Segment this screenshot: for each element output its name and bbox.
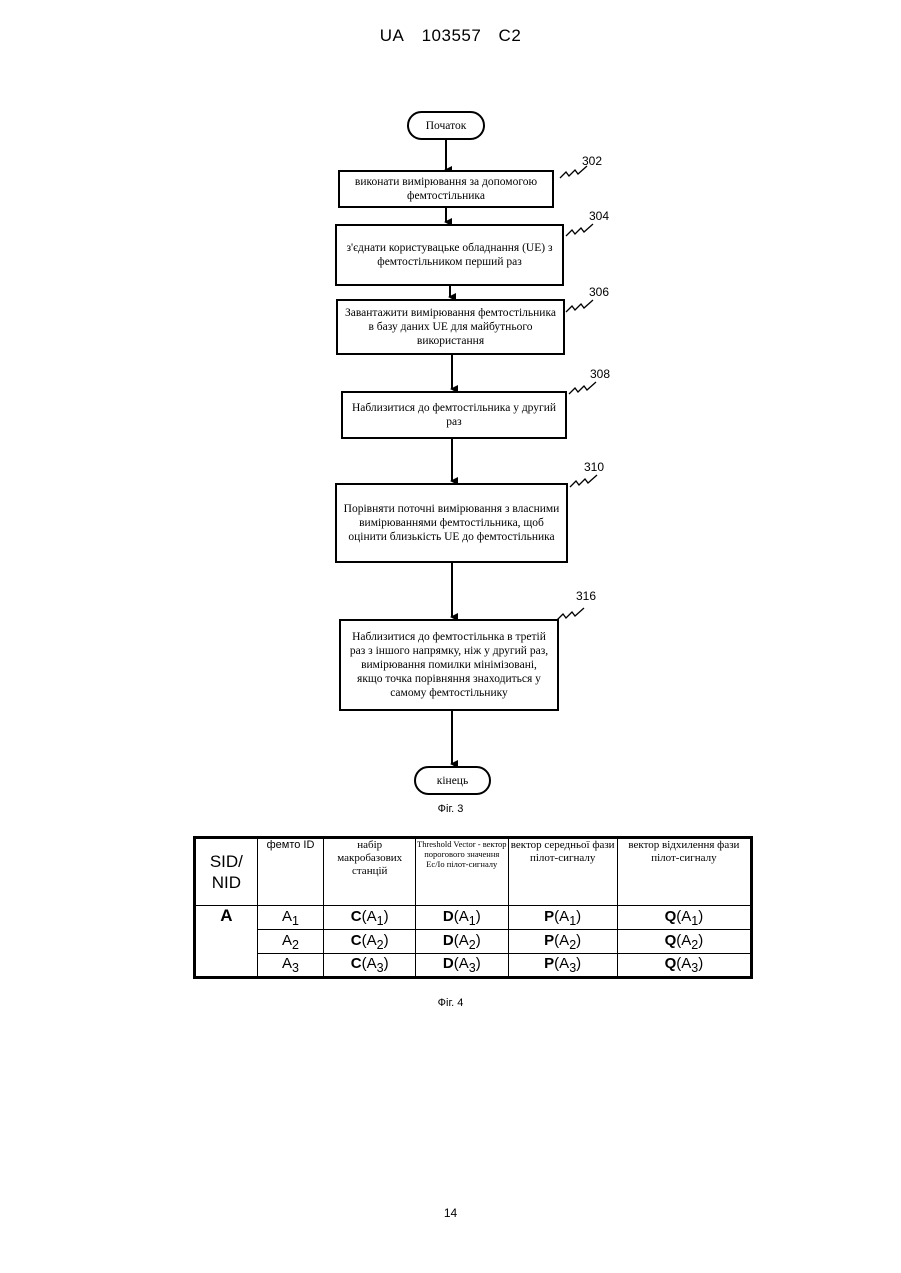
step-310: Порівняти поточні вимірювання з власними…	[335, 483, 568, 563]
header-femto-id: фемто ID	[257, 838, 324, 906]
table-header-row: SID/ NID фемто ID набір макробазових ста…	[195, 838, 752, 906]
step-302-text: виконати вимірювання за допомогою фемтос…	[346, 175, 546, 203]
page-number: 14	[0, 1206, 901, 1220]
femto-cell: A1	[257, 906, 324, 930]
deviation-cell: Q(A2)	[617, 930, 751, 954]
table-row: A3 C(A3) D(A3) P(A3) Q(A3)	[195, 954, 752, 978]
step-304: з'єднати користувацьке обладнання (UE) з…	[335, 224, 564, 286]
step-316: Наблизитися до фемтостільнка в третій ра…	[339, 619, 559, 711]
leader-308	[569, 382, 596, 394]
femto-data-table: SID/ NID фемто ID набір макробазових ста…	[193, 836, 753, 979]
leader-306	[566, 300, 593, 312]
end-label: кінець	[437, 775, 468, 787]
table-row: A A1 C(A1) D(A1) P(A1) Q(A1)	[195, 906, 752, 930]
header-mean-phase: вектор середньої фази пілот-сигналу	[508, 838, 617, 906]
step-308-text: Наблизитися до фемтостільника у другий р…	[349, 401, 559, 429]
threshold-cell: D(A2)	[416, 930, 508, 954]
femto-cell: A3	[257, 954, 324, 978]
ref-302: 302	[582, 154, 602, 168]
flowchart-end: кінець	[414, 766, 491, 795]
ref-306: 306	[589, 285, 609, 299]
femto-cell: A2	[257, 930, 324, 954]
step-306-text: Завантажити вимірювання фемтостільника в…	[344, 306, 557, 348]
step-310-text: Порівняти поточні вимірювання з власними…	[343, 502, 560, 544]
mean-phase-cell: P(A3)	[508, 954, 617, 978]
figure-3-caption: Фіг. 3	[0, 803, 901, 815]
table-row: A2 C(A2) D(A2) P(A2) Q(A2)	[195, 930, 752, 954]
macro-cell: C(A2)	[324, 930, 416, 954]
header-threshold-vector: Threshold Vector - вектор порогового зна…	[416, 838, 508, 906]
macro-cell: C(A1)	[324, 906, 416, 930]
deviation-cell: Q(A3)	[617, 954, 751, 978]
figure-4-caption: Фіг. 4	[0, 997, 901, 1009]
start-label: Початок	[426, 120, 467, 132]
leader-304	[566, 224, 593, 236]
ref-308: 308	[590, 367, 610, 381]
step-306: Завантажити вимірювання фемтостільника в…	[336, 299, 565, 355]
mean-phase-cell: P(A2)	[508, 930, 617, 954]
threshold-cell: D(A3)	[416, 954, 508, 978]
step-302: виконати вимірювання за допомогою фемтос…	[338, 170, 554, 208]
step-308: Наблизитися до фемтостільника у другий р…	[341, 391, 567, 439]
flowchart-start: Початок	[407, 111, 485, 140]
sid-value: A	[195, 906, 258, 978]
ref-316: 316	[576, 589, 596, 603]
ref-304: 304	[589, 209, 609, 223]
leader-316	[557, 608, 584, 620]
header-phase-deviation: вектор відхилення фази пілот-сигналу	[617, 838, 751, 906]
mean-phase-cell: P(A1)	[508, 906, 617, 930]
leader-310	[570, 475, 597, 487]
deviation-cell: Q(A1)	[617, 906, 751, 930]
step-304-text: з'єднати користувацьке обладнання (UE) з…	[343, 241, 556, 269]
header-macro-set: набір макробазових станцій	[324, 838, 416, 906]
step-316-text: Наблизитися до фемтостільнка в третій ра…	[347, 630, 551, 700]
header-sid: SID/ NID	[195, 838, 258, 906]
macro-cell: C(A3)	[324, 954, 416, 978]
threshold-cell: D(A1)	[416, 906, 508, 930]
ref-310: 310	[584, 460, 604, 474]
